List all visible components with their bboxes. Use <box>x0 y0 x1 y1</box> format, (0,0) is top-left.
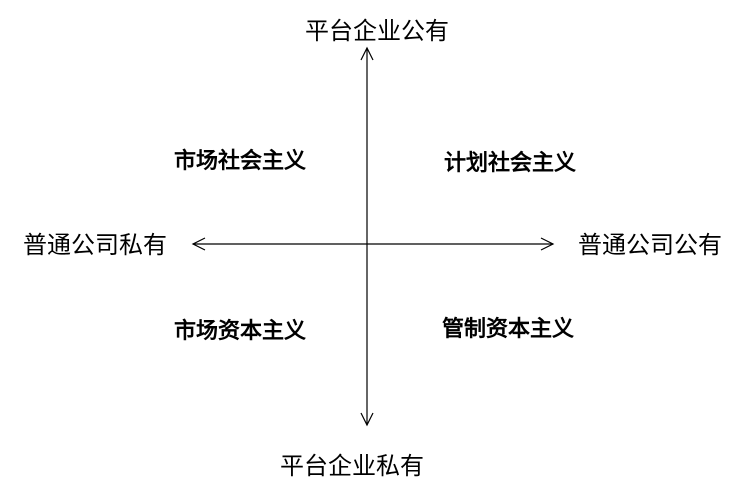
quadrant-top-right: 计划社会主义 <box>444 150 576 176</box>
axis-label-right: 普通公司公有 <box>578 231 722 259</box>
arrow-up-icon <box>360 46 374 61</box>
quadrant-bottom-right: 管制资本主义 <box>442 316 574 342</box>
arrow-down-icon <box>360 412 374 427</box>
arrow-right-icon <box>540 237 555 251</box>
arrow-left-icon <box>191 237 206 251</box>
axis-label-top: 平台企业公有 <box>305 17 449 45</box>
quadrant-bottom-left: 市场资本主义 <box>174 318 306 344</box>
axis-label-bottom: 平台企业私有 <box>280 452 424 480</box>
quadrant-top-left: 市场社会主义 <box>174 148 306 174</box>
axis-label-left: 普通公司私有 <box>23 231 167 259</box>
horizontal-axis <box>191 237 555 251</box>
vertical-axis <box>360 46 374 427</box>
